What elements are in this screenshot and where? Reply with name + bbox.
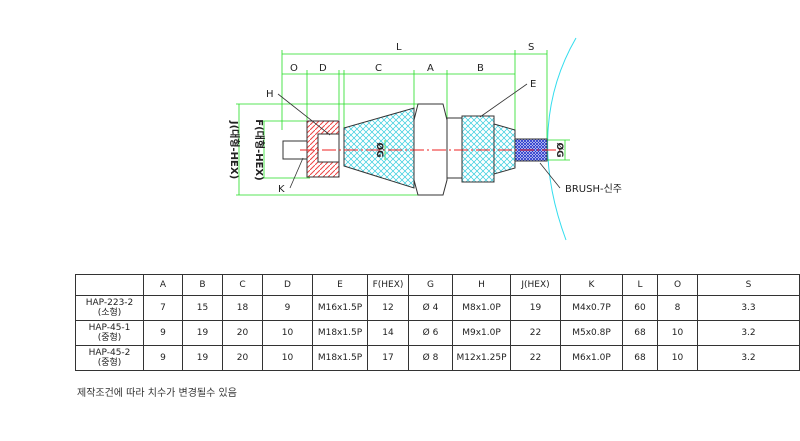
table-cell: 3.2: [697, 320, 800, 346]
table-cell: 22: [510, 345, 561, 371]
callout-E: E: [530, 79, 536, 90]
surface-curve: [547, 37, 577, 241]
model-size: (중형): [97, 333, 122, 343]
label-G-inner: ØG: [374, 142, 385, 157]
nozzle-body: [282, 103, 560, 196]
column-header: J(HEX): [510, 274, 561, 296]
table-cell: 8: [657, 295, 698, 321]
callout-brush: BRUSH-신주: [565, 183, 622, 195]
model-cell: HAP-45-1(중형): [75, 320, 144, 346]
table-cell: 19: [510, 295, 561, 321]
column-header: S: [697, 274, 800, 296]
table-cell: 10: [657, 345, 698, 371]
column-header: F(HEX): [367, 274, 409, 296]
model-size: (소형): [97, 308, 122, 318]
dim-label-L: L: [396, 42, 402, 53]
model-name: HAP-45-1: [88, 323, 131, 333]
table-cell: M6x1.0P: [560, 345, 623, 371]
table-cell: 9: [143, 345, 183, 371]
nozzle-technical-drawing: L S O D C A B H E K BRUSH-신주 J(대형-HEX) F…: [228, 37, 622, 241]
dim-label-C: C: [375, 63, 382, 74]
dim-label-S: S: [528, 42, 534, 53]
label-F-hex: F(대형-HEX): [253, 119, 266, 180]
dim-label-B: B: [477, 63, 484, 74]
column-header: A: [143, 274, 183, 296]
model-cell: HAP-223-2(소형): [75, 295, 144, 321]
dim-label-D: D: [319, 63, 327, 74]
column-header: [75, 274, 144, 296]
column-header: K: [560, 274, 623, 296]
table-cell: M9x1.0P: [452, 320, 511, 346]
label-G-brush: ØG: [554, 142, 565, 157]
table-cell: 10: [262, 320, 313, 346]
table-cell: 60: [622, 295, 658, 321]
table-cell: M18x1.5P: [312, 320, 368, 346]
model-name: HAP-223-2: [85, 298, 134, 308]
callout-leaders: [277, 83, 561, 189]
column-header: O: [657, 274, 698, 296]
model-cell: HAP-45-2(중형): [75, 345, 144, 371]
dimension-lines: [236, 50, 570, 196]
dim-label-A: A: [427, 63, 434, 74]
callout-K: K: [278, 184, 285, 195]
table-cell: Ø 8: [408, 345, 453, 371]
footnote: 제작조건에 따라 치수가 변경될수 있음: [77, 388, 237, 399]
table-cell: M16x1.5P: [312, 295, 368, 321]
table-cell: 9: [143, 320, 183, 346]
table-cell: 17: [367, 345, 409, 371]
table-cell: 68: [622, 320, 658, 346]
table-cell: M5x0.8P: [560, 320, 623, 346]
table-cell: M4x0.7P: [560, 295, 623, 321]
column-header: D: [262, 274, 313, 296]
column-header: L: [622, 274, 658, 296]
table-cell: 7: [143, 295, 183, 321]
callout-H: H: [266, 89, 274, 100]
column-header: H: [452, 274, 511, 296]
column-header: B: [182, 274, 223, 296]
table-cell: 10: [657, 320, 698, 346]
table-cell: 14: [367, 320, 409, 346]
column-header: E: [312, 274, 368, 296]
column-header: G: [408, 274, 453, 296]
table-cell: Ø 6: [408, 320, 453, 346]
table-cell: 20: [222, 320, 263, 346]
table-cell: M8x1.0P: [452, 295, 511, 321]
table-cell: 19: [182, 345, 223, 371]
table-cell: M18x1.5P: [312, 345, 368, 371]
table-cell: 10: [262, 345, 313, 371]
table-cell: 18: [222, 295, 263, 321]
table-cell: 3.3: [697, 295, 800, 321]
table-cell: 12: [367, 295, 409, 321]
table-cell: 15: [182, 295, 223, 321]
label-J-hex: J(대형-HEX): [228, 120, 241, 179]
table-cell: Ø 4: [408, 295, 453, 321]
table-cell: 19: [182, 320, 223, 346]
table-cell: M12x1.25P: [452, 345, 511, 371]
table-cell: 9: [262, 295, 313, 321]
table-cell: 3.2: [697, 345, 800, 371]
table-cell: 68: [622, 345, 658, 371]
table-cell: 22: [510, 320, 561, 346]
table-cell: 20: [222, 345, 263, 371]
model-size: (중형): [97, 358, 122, 368]
model-name: HAP-45-2: [88, 348, 131, 358]
column-header: C: [222, 274, 263, 296]
dim-label-O: O: [290, 63, 298, 74]
